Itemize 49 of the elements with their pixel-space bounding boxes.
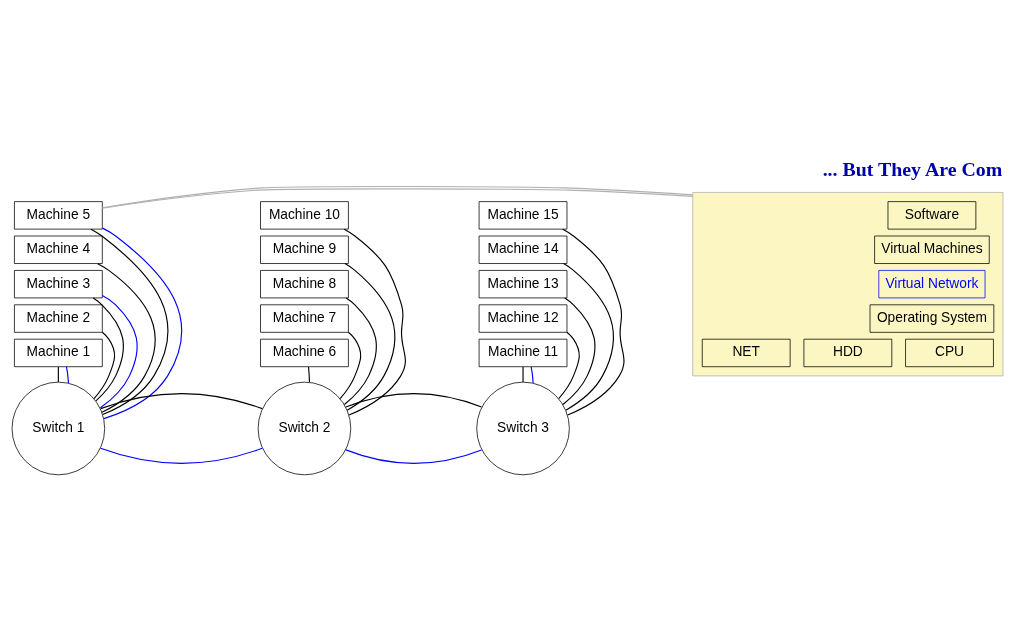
connector	[345, 449, 483, 464]
node-box: Machine 15	[478, 201, 568, 230]
node-box: Virtual Network	[878, 270, 986, 299]
node-circle: Switch 3	[476, 381, 570, 476]
connector	[558, 331, 580, 400]
connector	[101, 227, 183, 420]
connector	[92, 297, 124, 402]
connector	[100, 393, 263, 410]
connector	[345, 393, 483, 408]
node-box: Software	[887, 201, 977, 230]
node-box: HDD	[803, 338, 893, 368]
node-box: Virtual Machines	[874, 235, 990, 264]
connector	[307, 366, 311, 383]
cluster	[692, 192, 1004, 377]
node-box: Machine 4	[14, 235, 103, 264]
node-box: Machine 3	[14, 270, 103, 299]
node-box: Machine 5	[14, 201, 103, 230]
node-box: Machine 9	[260, 235, 349, 264]
connector	[562, 263, 615, 411]
node-box: NET	[701, 338, 791, 368]
node-box: Machine 14	[478, 235, 568, 264]
diagram-title: ... But They Are Com	[822, 158, 1003, 181]
node-box: Operating System	[869, 304, 995, 333]
node-box: Machine 10	[260, 201, 349, 230]
node-box: Machine 13	[478, 270, 568, 299]
node-circle: Switch 2	[257, 381, 352, 476]
connector	[339, 331, 362, 400]
connector	[65, 366, 70, 384]
node-box: Machine 6	[260, 338, 349, 368]
node-box: Machine 12	[478, 304, 568, 333]
node-box: Machine 1	[14, 338, 103, 368]
node-box: CPU	[905, 338, 994, 368]
connector	[562, 297, 596, 406]
node-circle: Switch 1	[11, 381, 106, 476]
connector	[522, 366, 524, 383]
node-box: Machine 8	[260, 270, 349, 299]
connector	[100, 447, 263, 464]
connector	[97, 263, 156, 413]
connector	[343, 228, 406, 416]
connector	[530, 366, 534, 384]
node-box: Machine 7	[260, 304, 349, 333]
connector	[99, 294, 138, 409]
connector	[344, 263, 396, 411]
node-box: Machine 11	[478, 338, 568, 368]
node-box: Machine 2	[14, 304, 103, 333]
connector	[93, 331, 116, 400]
connector	[562, 228, 625, 416]
connector	[343, 297, 377, 406]
connector	[90, 228, 169, 416]
